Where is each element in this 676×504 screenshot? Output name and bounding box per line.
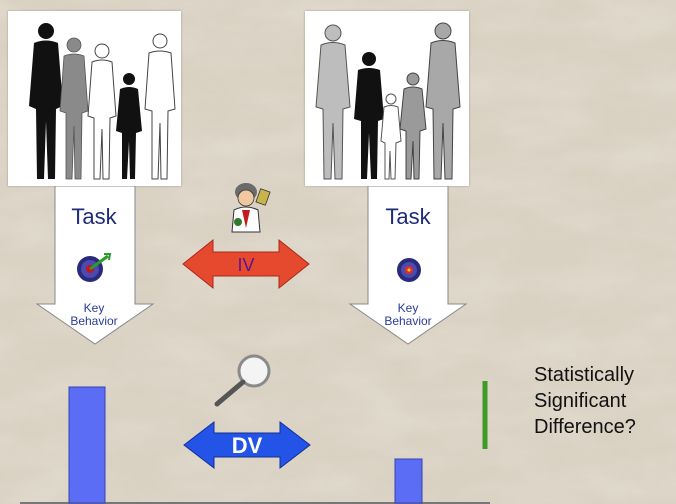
significance-question: Statistically Significant Difference? — [534, 362, 636, 440]
question-line1: Statistically — [534, 364, 635, 386]
target-icon — [397, 258, 421, 282]
task-label-right: Task — [385, 204, 431, 229]
bar-chart — [20, 381, 490, 504]
key-behavior-line2: Behavior — [384, 314, 432, 328]
key-behavior-label-left: Key Behavior — [59, 302, 129, 328]
key-behavior-label-right: Key Behavior — [373, 302, 443, 328]
people-group-icon — [315, 22, 461, 180]
people-group-icon — [29, 23, 176, 180]
scientist-icon — [231, 183, 271, 233]
bar-right — [394, 458, 423, 504]
key-behavior-line1: Key — [397, 301, 419, 315]
target-icon — [77, 253, 112, 282]
population-image-right — [305, 11, 469, 186]
dv-label: DV — [232, 433, 263, 458]
iv-label: IV — [237, 255, 254, 275]
question-line3: Difference? — [534, 416, 636, 438]
key-behavior-line2: Behavior — [70, 314, 118, 328]
population-image-left — [8, 11, 181, 186]
bar-left — [68, 386, 106, 504]
dv-arrow: DV — [183, 420, 311, 470]
task-label-left: Task — [71, 204, 117, 229]
magnifier-icon — [214, 354, 271, 407]
question-line2: Significant — [534, 390, 627, 412]
iv-arrow: IV — [182, 238, 310, 290]
key-behavior-line1: Key — [83, 301, 105, 315]
